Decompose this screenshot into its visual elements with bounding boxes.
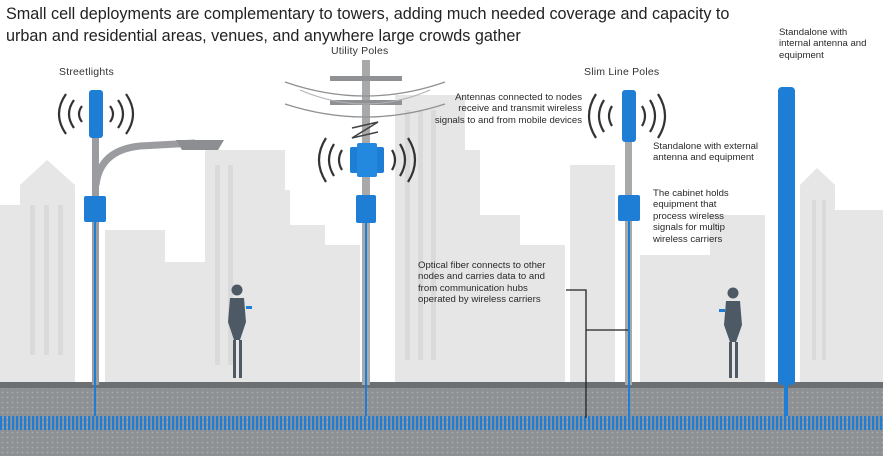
skyline-windows <box>30 110 826 365</box>
pedestrian-icon <box>228 284 252 378</box>
signal-waves-icon <box>57 93 135 135</box>
signal-waves-icon <box>587 93 667 139</box>
equipment-cabinet-icon <box>356 195 376 223</box>
label-utility-poles: Utility Poles <box>331 45 389 57</box>
utility-pole-icon <box>284 60 446 416</box>
page-title: Small cell deployments are complementary… <box>6 5 730 45</box>
equipment-cabinet-icon <box>84 196 106 222</box>
annotation-fiber: Optical fiber connects to other nodes an… <box>418 260 546 306</box>
annotation-antennas: Antennas connected to nodes receive and … <box>434 92 582 126</box>
equipment-cabinet-icon <box>618 195 640 221</box>
fiber-leader-lines <box>566 289 628 418</box>
fiber-cable-icon <box>0 416 883 430</box>
city-skyline <box>0 95 883 385</box>
signal-waves-icon <box>317 137 417 183</box>
streetlight-icon <box>57 90 224 416</box>
label-streetlights: Streetlights <box>59 66 114 78</box>
antenna-icon <box>622 90 636 142</box>
antenna-icon <box>89 90 103 138</box>
annotation-cabinet: The cabinet holds equipment that process… <box>653 188 729 245</box>
annotation-standalone-external: Standalone with external antenna and equ… <box>653 141 759 164</box>
slim-line-pole-icon <box>587 90 667 416</box>
curb <box>0 382 883 388</box>
standalone-pole-icon <box>778 87 795 416</box>
label-standalone-internal: Standalone with internal antenna and equ… <box>779 27 867 61</box>
pedestrian-icon <box>719 287 742 378</box>
label-slim-line-poles: Slim Line Poles <box>584 66 660 78</box>
